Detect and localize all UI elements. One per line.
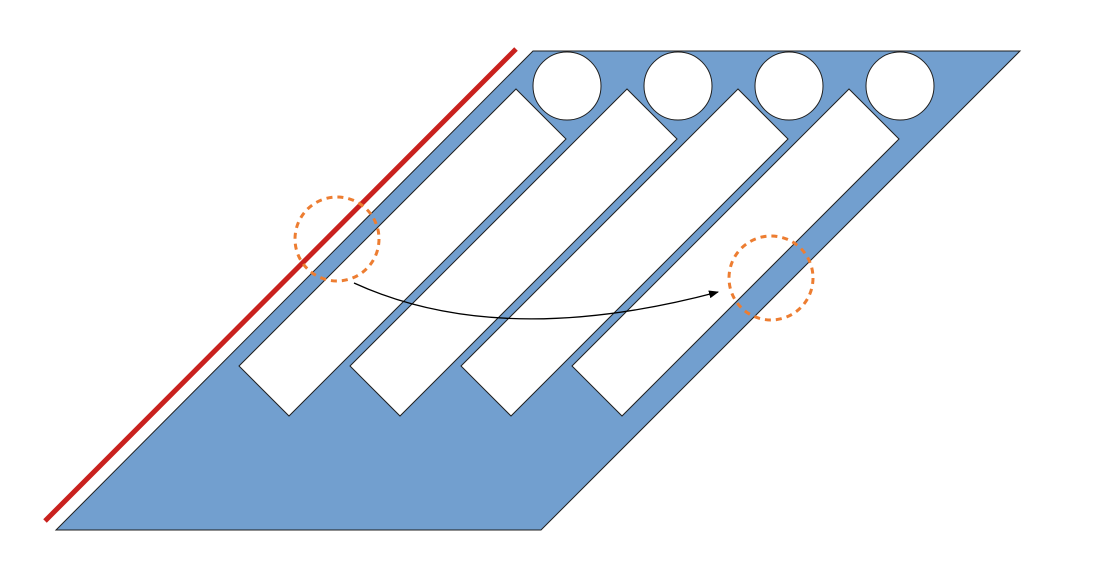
circle-2 [643, 51, 713, 121]
slanted-bar-4 [571, 88, 900, 417]
slanted-bar-1 [238, 88, 567, 417]
circle-1 [532, 51, 602, 121]
highlight-ring-left [293, 195, 381, 283]
bar-group [238, 88, 900, 417]
slanted-bar-2 [349, 88, 678, 417]
circle-4 [865, 51, 935, 121]
boundary-line [43, 47, 518, 523]
circle-group [532, 51, 935, 121]
circle-3 [754, 51, 824, 121]
slanted-bar-3 [460, 88, 789, 417]
curved-arrow [353, 282, 719, 320]
highlight-ring-right [727, 234, 815, 322]
